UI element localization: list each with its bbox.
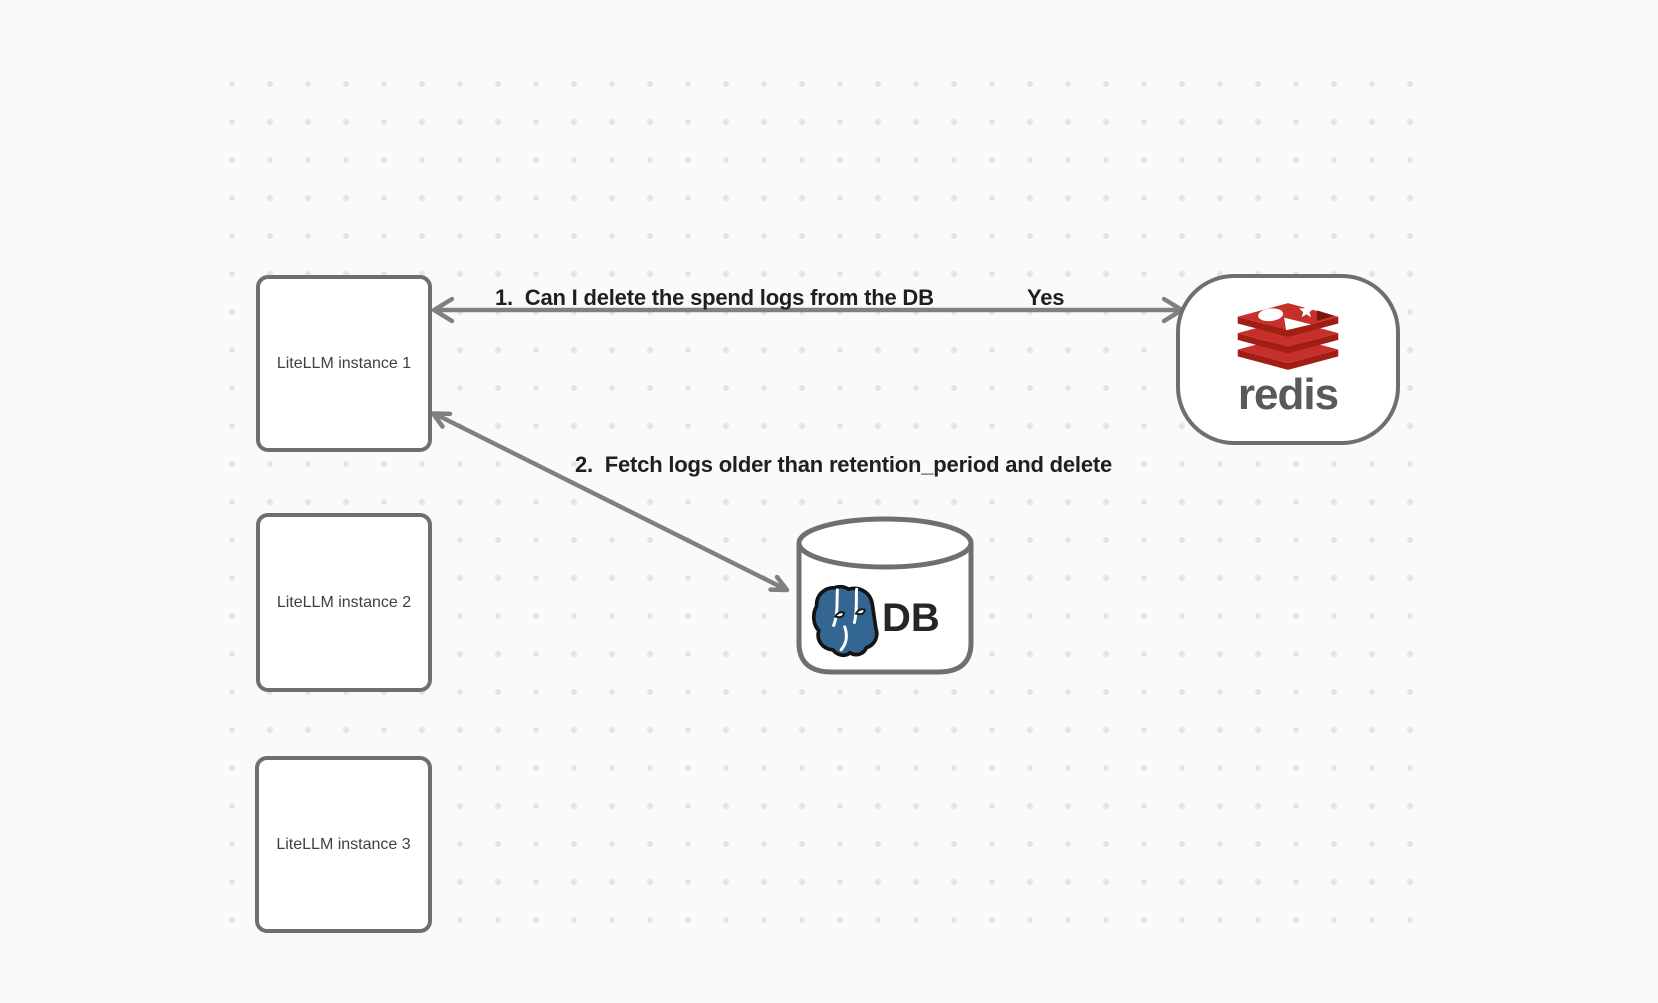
node-label: LiteLLM instance 1 [276, 354, 412, 372]
redis-wordmark: redis [1237, 369, 1339, 419]
node-redis: redis [1176, 274, 1400, 445]
node-database: DB [794, 509, 976, 677]
node-litellm-instance-3: LiteLLM instance 3 [255, 756, 432, 933]
node-litellm-instance-2: LiteLLM instance 2 [256, 513, 432, 692]
node-litellm-instance-1: LiteLLM instance 1 [256, 275, 432, 452]
arrow-1-label: 1. Can I delete the spend logs from the … [495, 285, 934, 310]
db-label: DB [882, 596, 940, 640]
node-label: LiteLLM instance 2 [276, 593, 412, 611]
redis-stack-icon [1237, 302, 1339, 370]
arrow-2-label: 2. Fetch logs older than retention_perio… [575, 452, 1113, 477]
arrow-1-response-label: Yes [1027, 285, 1065, 310]
postgresql-elephant-icon [812, 584, 879, 658]
node-label: LiteLLM instance 3 [276, 835, 411, 853]
